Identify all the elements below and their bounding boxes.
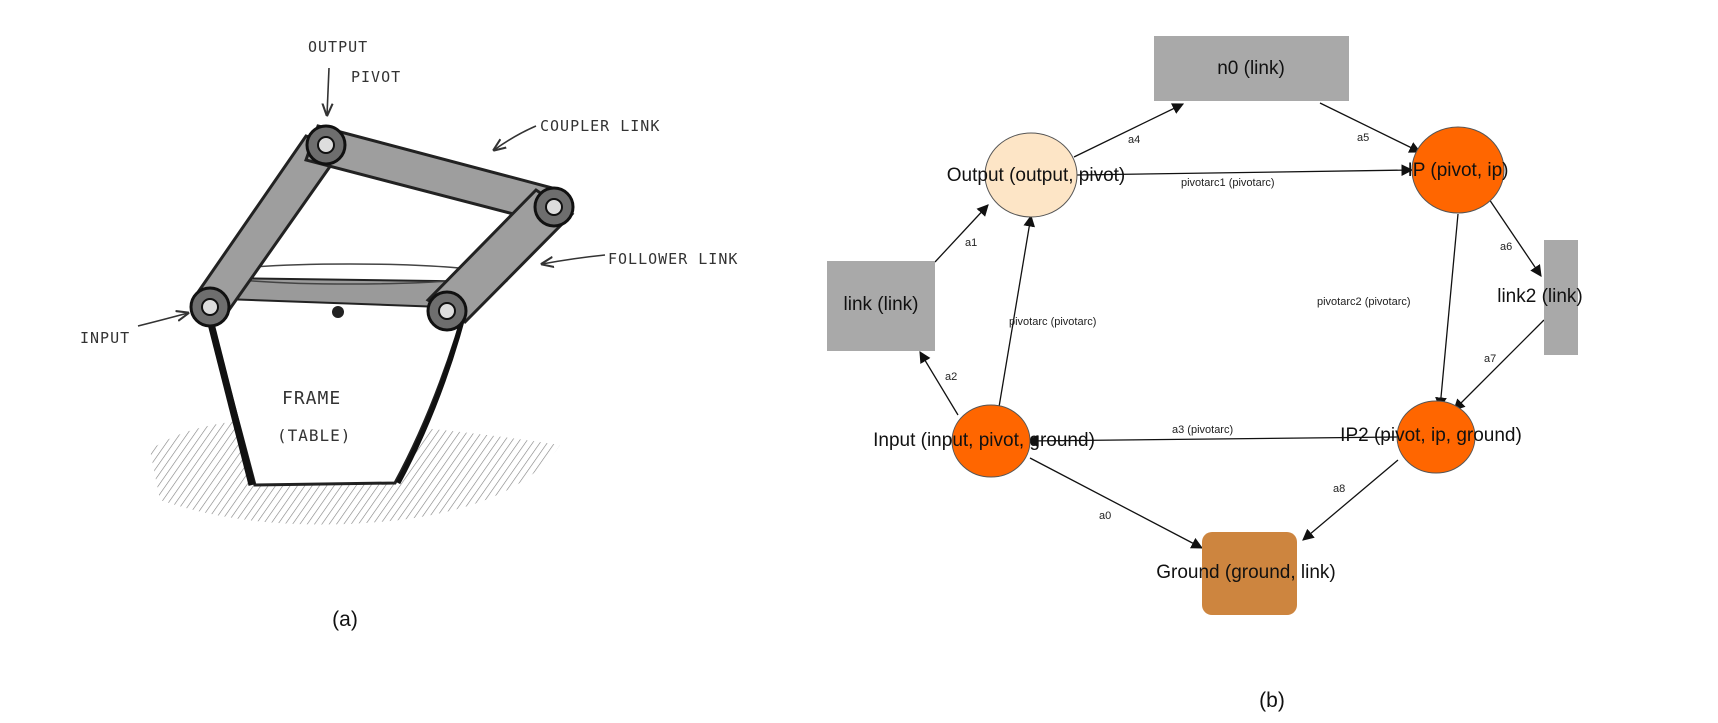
node-link2-label: link2 (link) [1497, 286, 1583, 307]
edge-pivotarc [998, 214, 1036, 408]
edge-pivotarc2-label: pivotarc2 (pivotarc) [1317, 296, 1411, 308]
node-ip [1411, 126, 1505, 214]
table-center-pin [332, 306, 344, 318]
output-pivot-pointer [327, 67, 329, 115]
input-pivot [189, 286, 231, 328]
node-ip-label: IP (pivot, ip) [1407, 160, 1508, 181]
edge-a0-label: a0 [1099, 510, 1111, 522]
input-label: INPUT [80, 329, 130, 347]
edge-a6 [1488, 198, 1542, 277]
node-link [827, 261, 935, 351]
node-ground [1202, 532, 1297, 615]
table-label: (TABLE) [277, 426, 351, 445]
output-pivot [305, 124, 347, 166]
edge-pivotarc2 [1435, 213, 1459, 410]
node-n0-label: n0 (link) [1217, 58, 1285, 79]
edge-a7-label: a7 [1484, 353, 1496, 365]
node-link-label: link (link) [844, 294, 919, 315]
follower-ground-pivot [426, 290, 468, 332]
frame-label: FRAME [282, 388, 341, 409]
panel-a-sketch: OUTPUT PIVOT COUPLER LINK FOLLOWER LINK … [80, 38, 738, 631]
coupler-link-label: COUPLER LINK [540, 117, 660, 135]
edge-pivotarc-label: pivotarc (pivotarc) [1009, 316, 1096, 328]
follower-link-pointer [542, 254, 606, 264]
panel-b-graph: n0 (link) link (link) link2 (link) Outpu… [827, 36, 1583, 712]
panel-a-caption: (a) [332, 608, 358, 631]
node-input-label: Input (input, pivot, ground) [873, 430, 1095, 451]
edge-a1 [934, 204, 989, 263]
edge-a2 [919, 350, 959, 416]
node-output [984, 132, 1078, 218]
node-input [951, 404, 1031, 478]
node-output-label: Output (output, pivot) [947, 165, 1126, 186]
panel-b-caption: (b) [1259, 689, 1285, 712]
edge-a1-label: a1 [965, 237, 977, 249]
coupler-link-pointer [494, 125, 537, 150]
node-ground-label: Ground (ground, link) [1156, 562, 1336, 583]
coupler-follower-pivot [533, 186, 575, 228]
edge-a8 [1302, 459, 1399, 541]
edge-a4 [1073, 103, 1185, 158]
output-pivot-label-1: OUTPUT [308, 38, 368, 56]
edge-a5 [1319, 102, 1422, 153]
node-ip2 [1396, 400, 1476, 474]
edge-a4-label: a4 [1128, 134, 1140, 146]
input-pointer [137, 313, 188, 327]
edge-a3-label: a3 (pivotarc) [1172, 424, 1233, 436]
edge-a5-label: a5 [1357, 132, 1369, 144]
output-pivot-label-2: PIVOT [351, 68, 401, 86]
edge-a3 [1025, 435, 1401, 447]
edge-pivotarc1 [1076, 164, 1414, 177]
edge-a8-label: a8 [1333, 483, 1345, 495]
node-ip2-label: IP2 (pivot, ip, ground) [1340, 425, 1522, 446]
node-n0 [1154, 36, 1349, 101]
edge-a6-label: a6 [1500, 241, 1512, 253]
edge-pivotarc1-label: pivotarc1 (pivotarc) [1181, 177, 1275, 189]
node-link2 [1544, 240, 1578, 355]
edge-a7 [1453, 319, 1545, 411]
follower-link-label: FOLLOWER LINK [608, 250, 738, 268]
edge-a2-label: a2 [945, 371, 957, 383]
edge-a0 [1029, 457, 1204, 549]
